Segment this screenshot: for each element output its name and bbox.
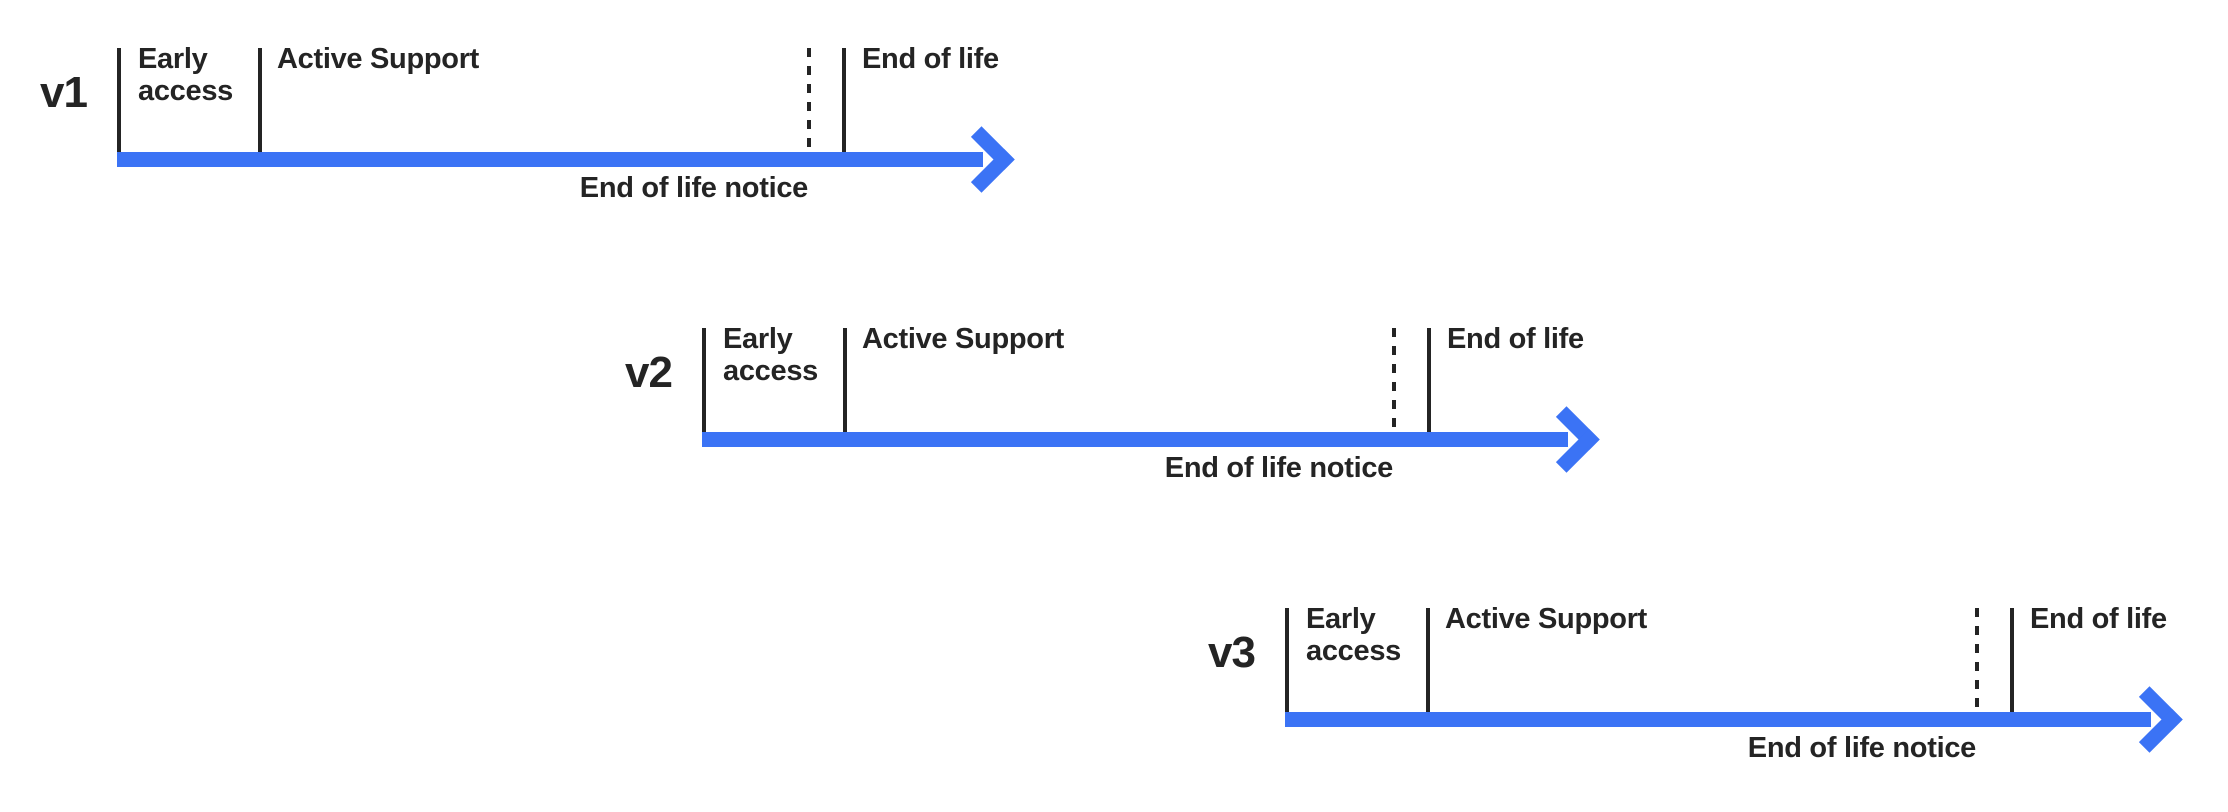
end-of-life-notice-label: End of life notice (579, 172, 809, 204)
phase-label-early-access: Early access (723, 323, 818, 387)
timeline-arrow-shaft (1285, 712, 2151, 727)
phase-label-early-access: Early access (1306, 603, 1401, 667)
end-of-life-notice-label: End of life notice (1747, 732, 1977, 764)
end-of-life-tick (1427, 328, 1431, 432)
end-of-life-tick (842, 48, 846, 152)
timeline-arrowhead-icon (2116, 686, 2183, 753)
timeline-arrow-shaft (117, 152, 983, 167)
eol-notice-dashed-tick (807, 48, 811, 152)
phase-label-early-access: Early access (138, 43, 233, 107)
timeline-arrowhead-icon (1533, 406, 1600, 473)
phase-label-active-support: Active Support (277, 43, 480, 75)
phase-label-end-of-life: End of life (862, 43, 999, 75)
eol-notice-dashed-tick (1975, 608, 1979, 712)
end-of-life-notice-label: End of life notice (1164, 452, 1394, 484)
active-support-tick (843, 328, 847, 432)
phase-label-active-support: Active Support (862, 323, 1065, 355)
early-access-tick (702, 328, 706, 432)
active-support-tick (258, 48, 262, 152)
phase-label-end-of-life: End of life (2030, 603, 2167, 635)
version-label: v2 (625, 348, 673, 397)
early-access-tick (1285, 608, 1289, 712)
active-support-tick (1426, 608, 1430, 712)
phase-label-end-of-life: End of life (1447, 323, 1584, 355)
eol-notice-dashed-tick (1392, 328, 1396, 432)
timeline-arrowhead-icon (948, 126, 1015, 193)
early-access-tick (117, 48, 121, 152)
timeline-arrow-shaft (702, 432, 1568, 447)
end-of-life-tick (2010, 608, 2014, 712)
version-label: v1 (40, 68, 88, 117)
version-label: v3 (1208, 628, 1256, 677)
phase-label-active-support: Active Support (1445, 603, 1648, 635)
